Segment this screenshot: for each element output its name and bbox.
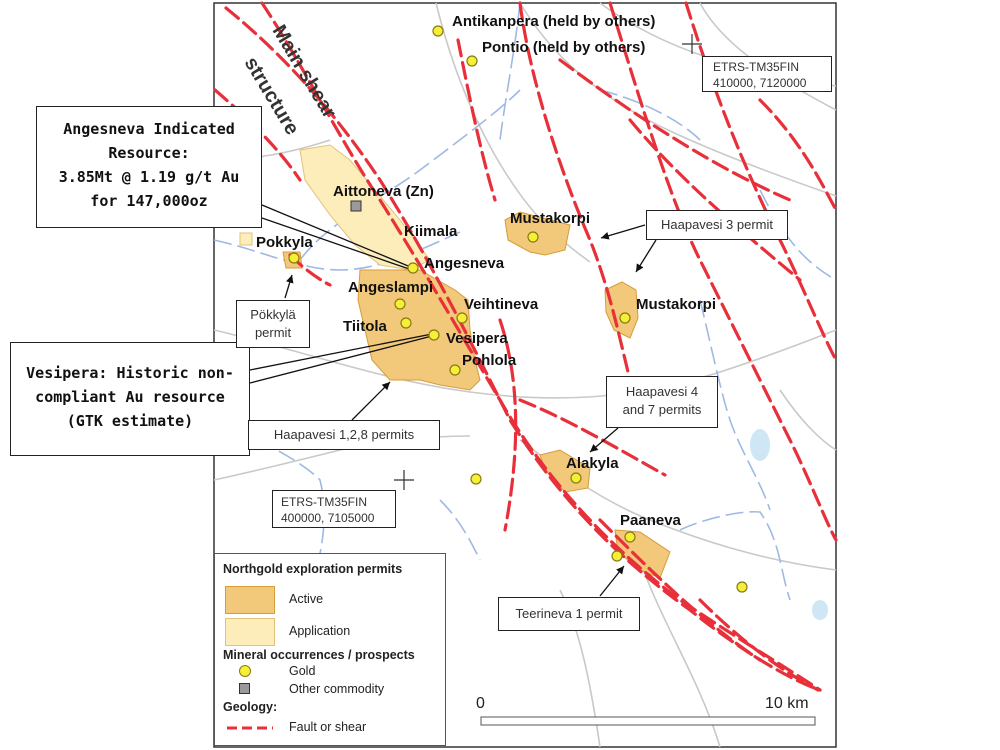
legend-fault-label: Fault or shear xyxy=(289,720,367,734)
gold-point-veihtineva xyxy=(456,312,468,324)
active-permit-mustakorpi-w xyxy=(504,211,571,256)
vesipera-callout-line: compliant Au resource xyxy=(35,388,225,406)
legend-application-label: Application xyxy=(289,624,351,638)
label-kiimala: Kiimala xyxy=(404,223,458,240)
gold-point-pontio xyxy=(466,55,478,67)
gold-point-east xyxy=(736,581,748,593)
gold-point-pohlola xyxy=(449,364,461,376)
haapavesi3-permit-label: Haapavesi 3 permit xyxy=(646,210,788,240)
vesipera-resource-callout: Vesipera: Historic non- compliant Au res… xyxy=(10,342,250,456)
pokkyla-permit-label: Pökkylä permit xyxy=(236,300,310,348)
gold-point-teerineva xyxy=(611,550,623,562)
angesneva-callout-line: for 147,000oz xyxy=(90,192,208,210)
label-paaneva: Paaneva xyxy=(620,512,682,529)
gold-point-angesneva xyxy=(407,262,419,274)
legend-geology-title: Geology: xyxy=(223,700,278,714)
place-labels: Antikanpera (held by others) Pontio (hel… xyxy=(256,13,716,529)
angesneva-resource-callout: Angesneva Indicated Resource: 3.85Mt @ 1… xyxy=(36,106,262,228)
lake xyxy=(750,429,770,461)
coordinate-sw-line: 400000, 7105000 xyxy=(281,511,375,525)
legend-occurrences-title: Mineral occurrences / prospects xyxy=(223,648,415,662)
other-commodity-aittoneva xyxy=(350,200,362,212)
legend-active-label: Active xyxy=(289,592,324,606)
legend-application-swatch xyxy=(225,618,275,646)
label-pohlola: Pohlola xyxy=(462,352,517,369)
coordinate-label-sw: ETRS-TM35FIN 400000, 7105000 xyxy=(272,490,396,528)
scale-bar-end: 10 km xyxy=(765,695,809,712)
legend-title: Northgold exploration permits xyxy=(223,562,403,576)
gold-point-alakyla xyxy=(570,472,582,484)
pokkyla-permit-line: Pökkylä xyxy=(250,307,296,322)
gold-point-paaneva xyxy=(624,531,636,543)
legend-active-swatch xyxy=(225,586,275,614)
gold-point-vesipera xyxy=(428,329,440,341)
vesipera-callout-line: Vesipera: Historic non- xyxy=(26,364,234,382)
gold-point-mustakorpi-e xyxy=(619,312,631,324)
haapavesi47-permit-line: Haapavesi 4 xyxy=(625,384,699,399)
pokkyla-permit-line: permit xyxy=(254,325,292,340)
coordinate-ne-line: 410000, 7120000 xyxy=(713,76,807,90)
label-angeslampi: Angeslampi xyxy=(348,279,433,296)
vesipera-callout-line: (GTK estimate) xyxy=(66,412,194,430)
legend-fault-icon xyxy=(227,726,273,730)
coordinate-crosses xyxy=(394,34,702,490)
scale-bar: 0 10 km xyxy=(476,695,816,726)
gold-point-south xyxy=(470,473,482,485)
legend-other-commodity-icon xyxy=(239,683,250,694)
haapavesi47-permit-label: Haapavesi 4 and 7 permits xyxy=(606,376,718,428)
label-mustakorpi-e: Mustakorpi xyxy=(636,296,716,313)
label-aittoneva: Aittoneva (Zn) xyxy=(333,183,434,200)
faults-layer xyxy=(213,1,838,692)
label-angesneva: Angesneva xyxy=(424,255,505,272)
gold-point-pokkyla xyxy=(288,252,300,264)
gold-occurrences xyxy=(288,25,748,593)
label-alakyla: Alakyla xyxy=(566,455,619,472)
coordinate-label-ne: ETRS-TM35FIN 410000, 7120000 xyxy=(702,56,832,92)
active-permit-mustakorpi-e xyxy=(604,281,639,339)
angesneva-callout-line: 3.85Mt @ 1.19 g/t Au xyxy=(58,168,240,186)
label-mustakorpi-w: Mustakorpi xyxy=(510,210,590,227)
scale-bar-start: 0 xyxy=(476,695,485,712)
coordinate-ne-line: ETRS-TM35FIN xyxy=(713,60,800,74)
map-legend: Northgold exploration permits Active App… xyxy=(214,553,446,746)
leader-lines xyxy=(249,204,657,597)
angesneva-callout-line: Resource: xyxy=(108,144,190,162)
legend-gold-label: Gold xyxy=(289,664,316,678)
label-vesipera: Vesipera xyxy=(446,330,508,347)
haapavesi47-permit-line: and 7 permits xyxy=(622,402,702,417)
teerineva-permit-label: Teerineva 1 permit xyxy=(498,597,640,631)
legend-gold-icon xyxy=(239,665,251,677)
lake xyxy=(812,600,828,620)
gold-point-mustakorpi-w xyxy=(527,231,539,243)
gold-point-tiitola xyxy=(400,317,412,329)
angesneva-callout-line: Angesneva Indicated xyxy=(63,120,235,138)
coordinate-sw-line: ETRS-TM35FIN xyxy=(281,495,368,509)
legend-other-label: Other commodity xyxy=(289,682,385,696)
label-pontio: Pontio (held by others) xyxy=(482,39,645,56)
label-veihtineva: Veihtineva xyxy=(464,296,539,313)
label-pokkyla: Pokkyla xyxy=(256,234,313,251)
label-antikanpera: Antikanpera (held by others) xyxy=(452,13,655,30)
label-tiitola: Tiitola xyxy=(343,318,388,335)
application-permit-pokkyla xyxy=(239,232,253,246)
gold-point-antikanpera xyxy=(432,25,444,37)
haapavesi128-permit-label: Haapavesi 1,2,8 permits xyxy=(248,420,440,450)
gold-point-angeslampi xyxy=(394,298,406,310)
